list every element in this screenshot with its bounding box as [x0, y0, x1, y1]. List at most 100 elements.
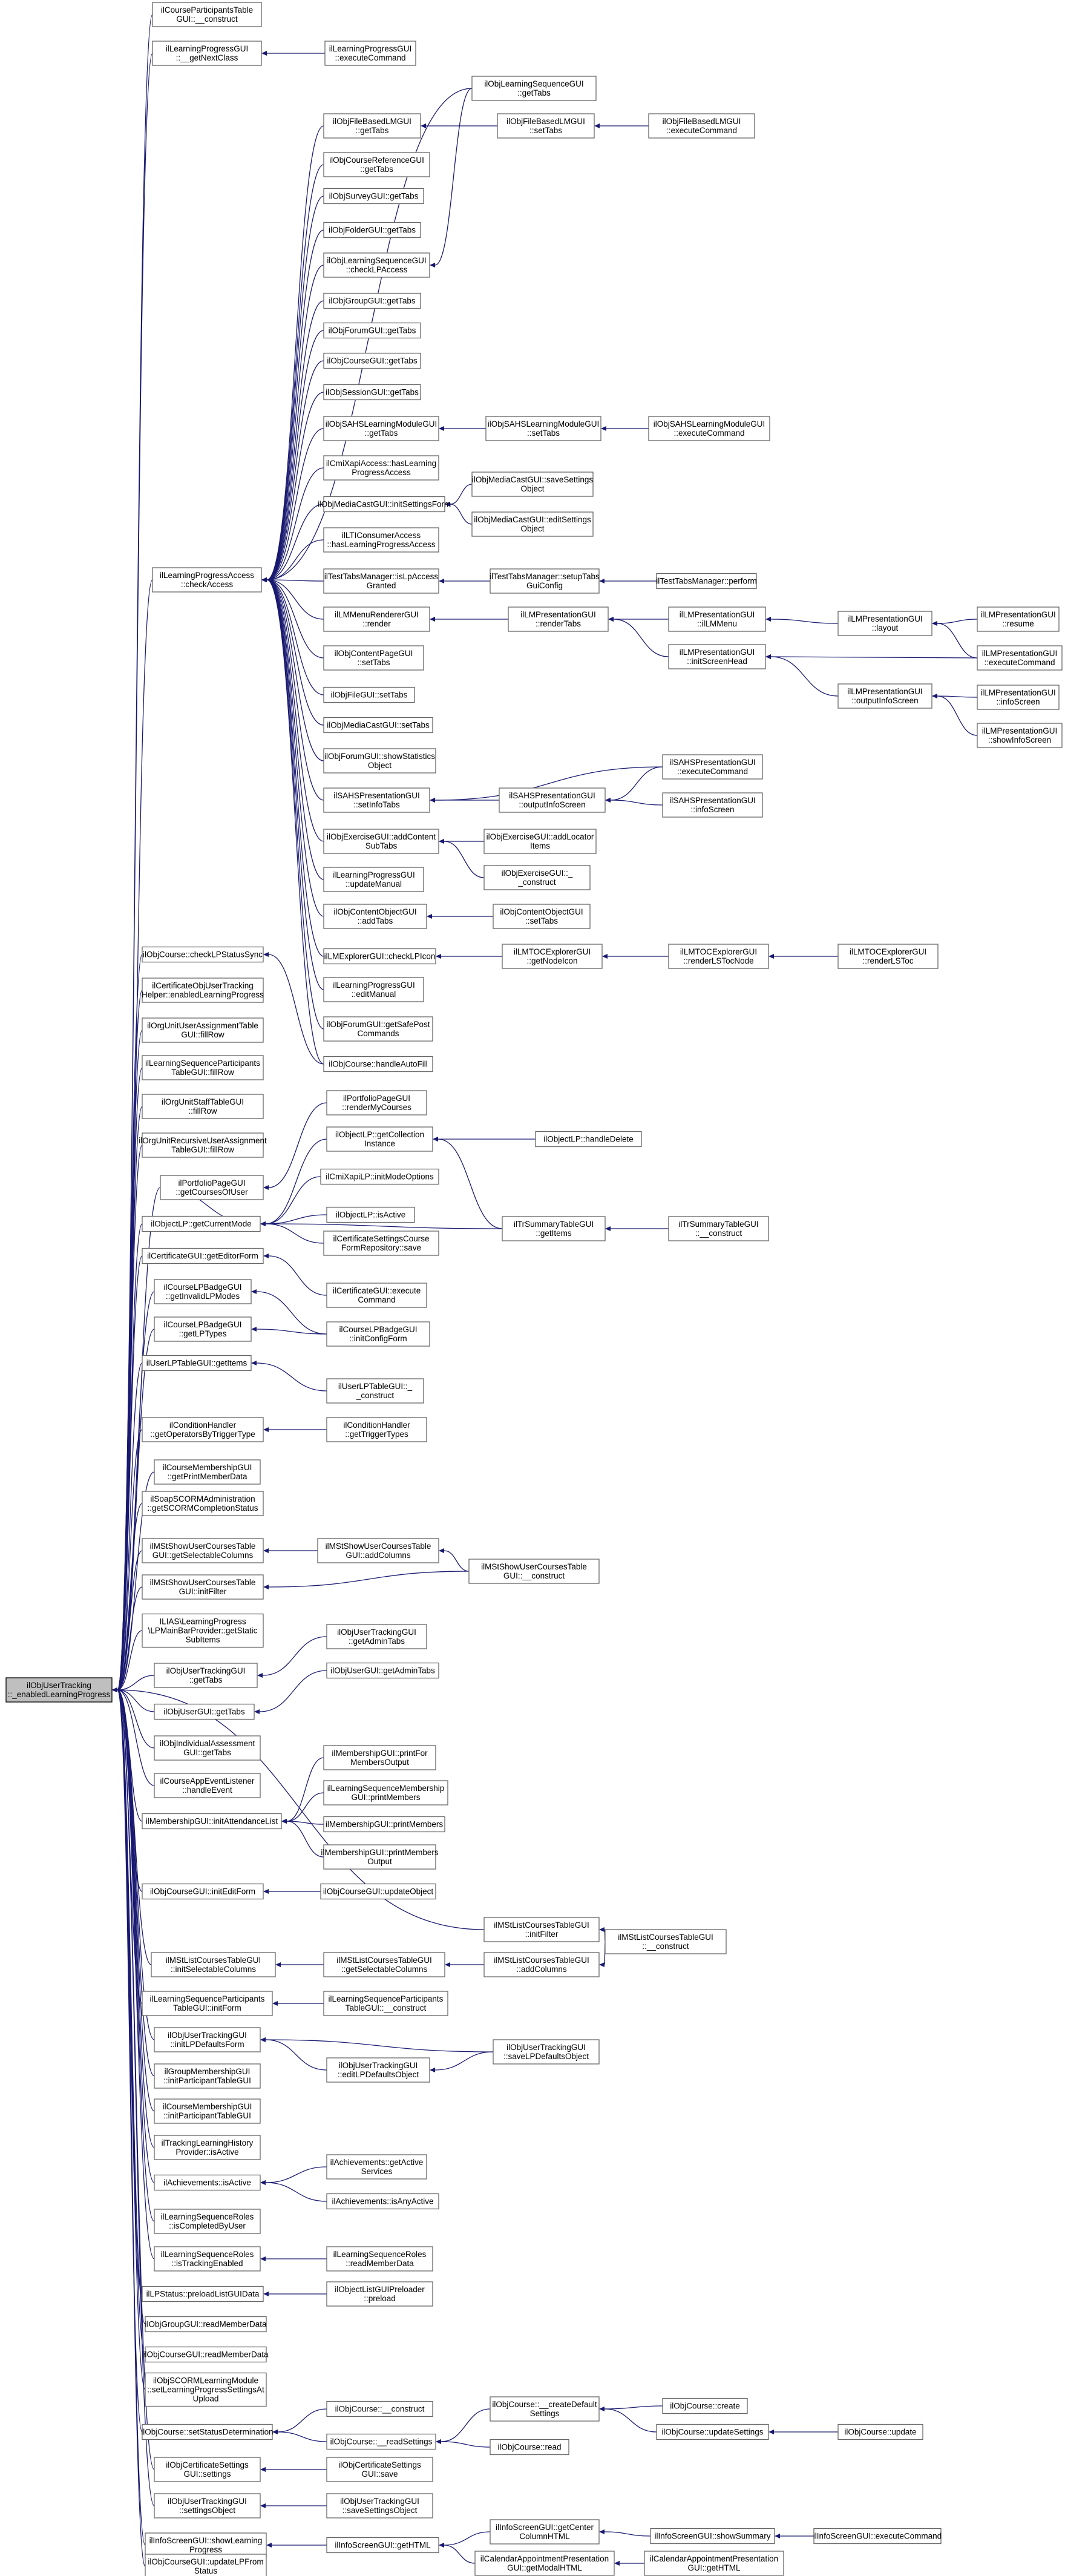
graph-node[interactable]: ilTestTabsManager::perform [656, 573, 757, 590]
graph-node[interactable]: ilCalendarAppointmentPresentationGUI::ge… [644, 2551, 784, 2576]
graph-node[interactable]: ilConditionHandler::getOperatorsByTrigge… [142, 1417, 264, 1442]
graph-node[interactable]: ilCertificateGUI::getEditorForm [142, 1247, 264, 1264]
graph-node[interactable]: ilLMPresentationGUI::showInfoScreen [977, 723, 1063, 748]
graph-node[interactable]: ilInfoScreenGUI::getHTML [326, 2537, 439, 2554]
graph-node[interactable]: ilLearningSequenceMembershipGUI::printMe… [323, 1780, 448, 1806]
graph-node[interactable]: ilObjSAHSLearningModuleGUI::setTabs [485, 416, 601, 441]
graph-node[interactable]: ilObjCourseGUI::updateObject [320, 1883, 436, 1900]
graph-node[interactable]: ilObjUserTrackingGUI::saveLPDefaultsObje… [493, 2039, 600, 2065]
graph-node[interactable]: ilMembershipGUI::printMembers [323, 1816, 445, 1833]
graph-node[interactable]: ilPortfolioPageGUI::renderMyCourses [326, 1090, 427, 1116]
graph-node[interactable]: ILIAS\LearningProgress\LPMainBarProvider… [142, 1613, 264, 1648]
graph-node[interactable]: ilObjSAHSLearningModuleGUI::getTabs [323, 416, 439, 441]
graph-node[interactable]: ilSoapSCORMAdministration::getSCORMCompl… [142, 1491, 264, 1516]
graph-node[interactable]: ilGroupMembershipGUI::initParticipantTab… [154, 2063, 261, 2089]
graph-node[interactable]: ilObjCourseGUI::getTabs [323, 352, 421, 369]
graph-node[interactable]: ilObjFileBasedLMGUI::getTabs [323, 113, 421, 139]
graph-node[interactable]: ilLearningProgressGUI::editManual [323, 977, 424, 1002]
graph-node[interactable]: ilObjCourse::setStatusDetermination [141, 2423, 274, 2440]
graph-node[interactable]: ilMStShowUserCoursesTableGUI::__construc… [468, 1559, 600, 1584]
graph-node[interactable]: ilMStListCoursesTableGUI::getSelectableC… [323, 1952, 445, 1977]
graph-node[interactable]: ilCertificateSettingsCourseFormRepositor… [323, 1230, 439, 1256]
graph-node[interactable]: ilMStListCoursesTableGUI::initSelectable… [151, 1952, 276, 1977]
graph-node[interactable]: ilObjCourse::create [662, 2397, 748, 2414]
graph-node[interactable]: ilObjCourse::checkLPStatusSync [142, 946, 264, 963]
graph-node[interactable]: ilSAHSPresentationGUI::outputInfoScreen [499, 787, 606, 813]
graph-node[interactable]: ilCertificateGUI::executeCommand [326, 1283, 427, 1308]
graph-node[interactable]: ilObjFileGUI::setTabs [323, 686, 415, 703]
graph-node[interactable]: ilObjSAHSLearningModuleGUI::executeComma… [648, 416, 770, 441]
graph-node[interactable]: ilOrgUnitStaffTableGUI::fillRow [142, 1094, 264, 1119]
graph-node[interactable]: ilCertificateObjUserTrackingHelper::enab… [142, 978, 264, 1003]
graph-node[interactable]: ilCalendarAppointmentPresentationGUI::ge… [474, 2551, 615, 2576]
graph-node[interactable]: ilObjCourse::handleAutoFill [323, 1056, 433, 1073]
graph-node[interactable]: ilObjSurveyGUI::getTabs [323, 188, 424, 205]
graph-node[interactable]: ilCourseMembershipGUI::initParticipantTa… [154, 2098, 261, 2124]
root-node[interactable]: ilObjUserTracking::_enabledLearningProgr… [5, 1677, 113, 1703]
graph-node[interactable]: ilLTIConsumerAccess::hasLearningProgress… [323, 527, 439, 553]
graph-node[interactable]: ilObjCourse::__readSettings [326, 2433, 436, 2450]
graph-node[interactable]: ilLMPresentationGUI::initScreenHead [668, 644, 766, 669]
graph-node[interactable]: ilLMExplorerGUI::checkLPIcon [323, 948, 436, 965]
graph-node[interactable]: ilObjFileBasedLMGUI::executeCommand [648, 113, 755, 139]
graph-node[interactable]: ilUserLPTableGUI::__construct [326, 1378, 424, 1404]
graph-node[interactable]: ilObjUserGUI::getAdminTabs [326, 1662, 439, 1679]
graph-node[interactable]: ilObjMediaCastGUI::saveSettingsObject [471, 472, 594, 497]
graph-node[interactable]: ilObjSessionGUI::getTabs [323, 384, 421, 401]
graph-node[interactable]: ilObjContentObjectGUI::addTabs [323, 904, 427, 929]
graph-node[interactable]: ilObjCourseGUI::initEditForm [142, 1883, 264, 1900]
graph-node[interactable]: ilLMPresentationGUI::outputInfoScreen [837, 683, 932, 709]
graph-node[interactable]: ilObjectListGUIPreloader::preload [326, 2281, 433, 2307]
graph-node[interactable]: ilTrSummaryTableGUI::getItems [502, 1216, 606, 1241]
graph-node[interactable]: ilSAHSPresentationGUI::executeCommand [662, 754, 763, 780]
graph-node[interactable]: ilLearningSequenceRoles::isCompletedByUs… [154, 2209, 261, 2234]
graph-node[interactable]: ilLMPresentationGUI::resume [977, 606, 1060, 632]
graph-node[interactable]: ilObjCourseReferenceGUI::getTabs [323, 152, 430, 177]
graph-node[interactable]: ilLMPresentationGUI::ilLMMenu [668, 606, 766, 632]
graph-node[interactable]: ilObjCourseGUI::readMemberData [143, 2346, 269, 2363]
graph-node[interactable]: ilCourseParticipantsTableGUI::__construc… [152, 2, 262, 27]
graph-node[interactable]: ilCourseLPBadgeGUI::initConfigForm [326, 1321, 430, 1347]
graph-node[interactable]: ilObjExerciseGUI::__construct [483, 865, 591, 890]
graph-node[interactable]: ilMembershipGUI::initAttendanceList [142, 1813, 282, 1830]
graph-node[interactable]: ilLearningProgressGUI::__getNextClass [152, 41, 262, 66]
graph-node[interactable]: ilSAHSPresentationGUI::infoScreen [662, 792, 763, 818]
graph-node[interactable]: ilLearningProgressGUI::executeCommand [324, 41, 416, 66]
graph-node[interactable]: ilLPStatus::preloadListGUIData [142, 2285, 264, 2302]
graph-node[interactable]: ilObjGroupGUI::readMemberData [145, 2316, 267, 2333]
graph-node[interactable]: ilObjUserGUI::getTabs [154, 1703, 255, 1720]
graph-node[interactable]: ilObjUserTrackingGUI::saveSettingsObject [326, 2493, 433, 2518]
graph-node[interactable]: ilAchievements::isAnyActive [326, 2193, 439, 2210]
graph-node[interactable]: ilLearningProgressAccess::checkAccess [152, 567, 262, 593]
graph-node[interactable]: ilLMPresentationGUI::renderTabs [508, 606, 609, 632]
graph-node[interactable]: ilLMTOCExplorerGUI::renderLSToc [837, 944, 939, 969]
graph-node[interactable]: ilObjMediaCastGUI::setTabs [323, 717, 433, 734]
graph-node[interactable]: ilLearningProgressGUI::updateManual [323, 867, 424, 892]
graph-node[interactable]: ilSAHSPresentationGUI::setInfoTabs [323, 787, 430, 813]
graph-node[interactable]: ilConditionHandler::getTriggerTypes [326, 1417, 427, 1442]
graph-node[interactable]: ilObjectLP::handleDelete [535, 1131, 642, 1148]
graph-node[interactable]: ilObjUserTrackingGUI::getAdminTabs [326, 1624, 427, 1649]
graph-node[interactable]: ilObjContentPageGUI::setTabs [323, 645, 424, 671]
graph-node[interactable]: ilLearningSequenceRoles::isTrackingEnabl… [154, 2246, 261, 2272]
graph-node[interactable]: ilCmiXapiLP::initModeOptions [320, 1168, 439, 1185]
graph-node[interactable]: ilLMPresentationGUI::executeCommand [977, 645, 1063, 671]
graph-node[interactable]: ilLMMenuRendererGUI::render [323, 606, 430, 632]
graph-node[interactable]: ilObjForumGUI::getTabs [323, 322, 421, 339]
graph-node[interactable]: ilObjCourse::update [837, 2423, 923, 2440]
